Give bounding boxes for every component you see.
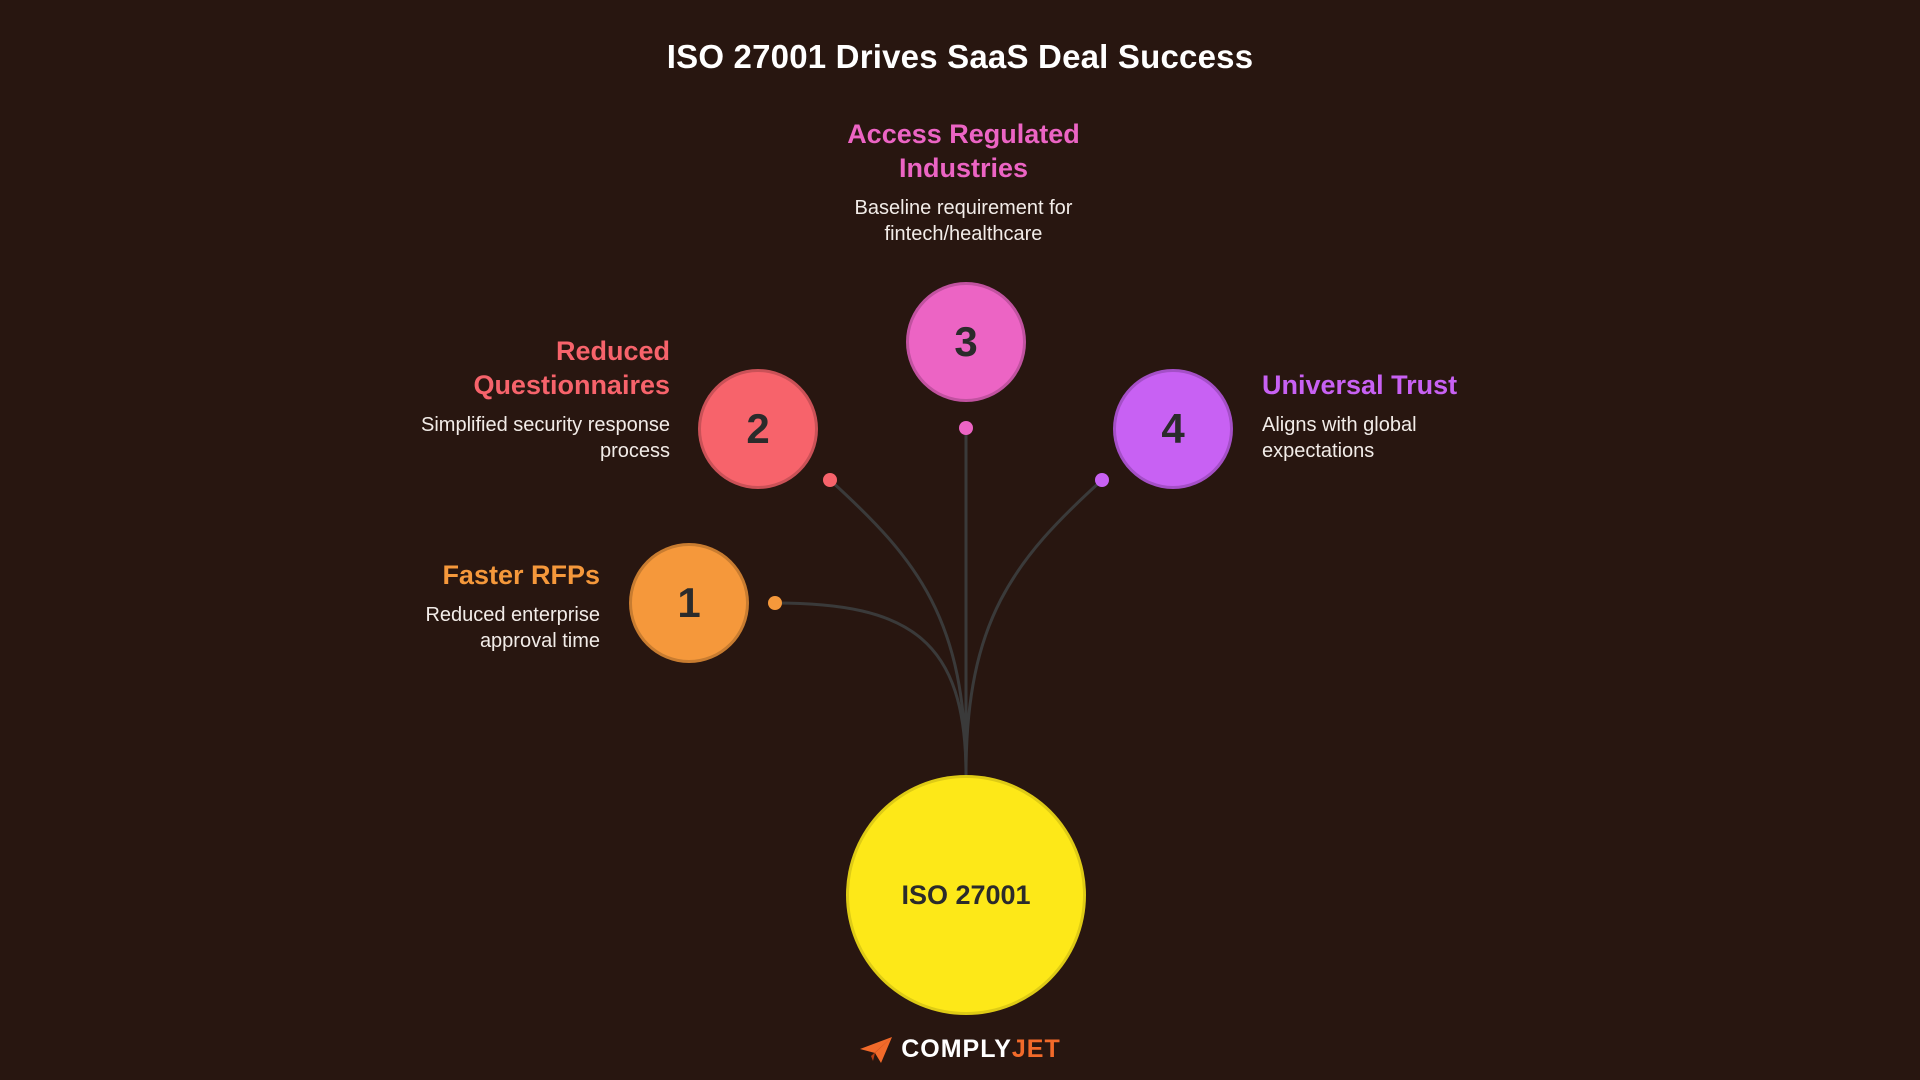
- complyjet-logo: COMPLYJET: [0, 1035, 1920, 1064]
- node-1-circle: 1: [629, 543, 749, 663]
- node-3-circle: 3: [906, 282, 1026, 402]
- center-circle: ISO 27001: [846, 775, 1086, 1015]
- node-1-description: Reduced enterprise approval time: [425, 604, 600, 652]
- node-4-description: Aligns with global expectations: [1262, 414, 1417, 462]
- connector-dot-1: [768, 596, 782, 610]
- node-1-number: 1: [677, 579, 701, 626]
- connector-dot-2: [823, 473, 837, 487]
- logo-text-part1: COMPLY: [901, 1035, 1012, 1063]
- node-3-number: 3: [954, 318, 978, 365]
- connector-4: [964, 478, 1104, 776]
- connector-1: [774, 601, 968, 776]
- connector-dot-4: [1095, 473, 1109, 487]
- node-3-label: Access Regulated Industries Baseline req…: [826, 117, 1101, 247]
- node-4-heading: Universal Trust: [1262, 370, 1458, 400]
- node-2-label: Reduced Questionnaires Simplified securi…: [380, 334, 670, 464]
- node-1-heading: Faster RFPs: [442, 560, 600, 590]
- logo-text: COMPLYJET: [901, 1035, 1061, 1064]
- node-2-heading: Reduced Questionnaires: [473, 336, 670, 400]
- logo-text-part2: JET: [1011, 1035, 1061, 1063]
- node-2-circle: 2: [698, 369, 818, 489]
- node-2-number: 2: [746, 405, 770, 452]
- node-4-label: Universal Trust Aligns with global expec…: [1262, 368, 1492, 464]
- node-3-description: Baseline requirement for fintech/healthc…: [854, 197, 1073, 245]
- connector-2: [828, 478, 968, 776]
- node-1-label: Faster RFPs Reduced enterprise approval …: [360, 558, 600, 654]
- center-label: ISO 27001: [901, 879, 1031, 910]
- connector-dot-3: [959, 421, 973, 435]
- node-3-heading: Access Regulated Industries: [847, 119, 1080, 183]
- node-4-circle: 4: [1113, 369, 1233, 489]
- node-2-description: Simplified security response process: [421, 414, 670, 462]
- paper-plane-icon: [860, 1036, 893, 1063]
- diagram-title: ISO 27001 Drives SaaS Deal Success: [666, 38, 1254, 75]
- node-4-number: 4: [1161, 405, 1185, 452]
